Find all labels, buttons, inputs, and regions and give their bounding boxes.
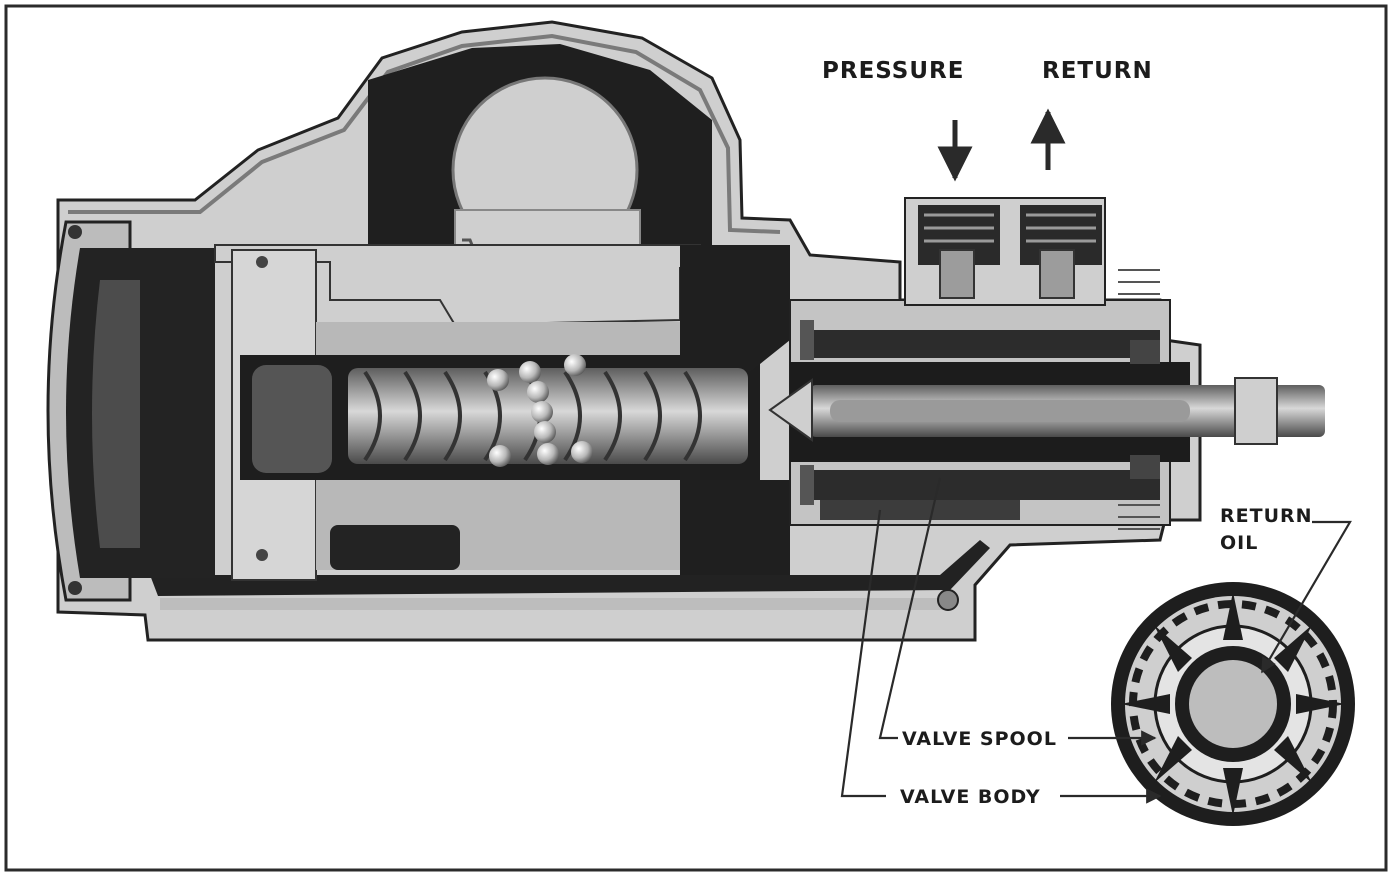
label-pressure: PRESSURE — [822, 58, 964, 84]
oil-passage — [150, 540, 990, 596]
valve-assembly — [768, 197, 1325, 530]
label-valve-body: VALVE BODY — [900, 786, 1041, 808]
housing-bolt — [937, 589, 959, 611]
label-return: RETURN — [1042, 58, 1153, 84]
label-return-oil-line2: OIL — [1220, 532, 1258, 554]
rack-piston — [214, 244, 790, 581]
valve-cross-section — [1111, 582, 1355, 826]
recirculating-balls — [487, 354, 593, 467]
end-cap — [46, 220, 215, 602]
leader-lines — [840, 477, 1352, 804]
label-return-oil-line1: RETURN — [1220, 505, 1313, 527]
label-valve-spool: VALVE SPOOL — [902, 728, 1057, 750]
